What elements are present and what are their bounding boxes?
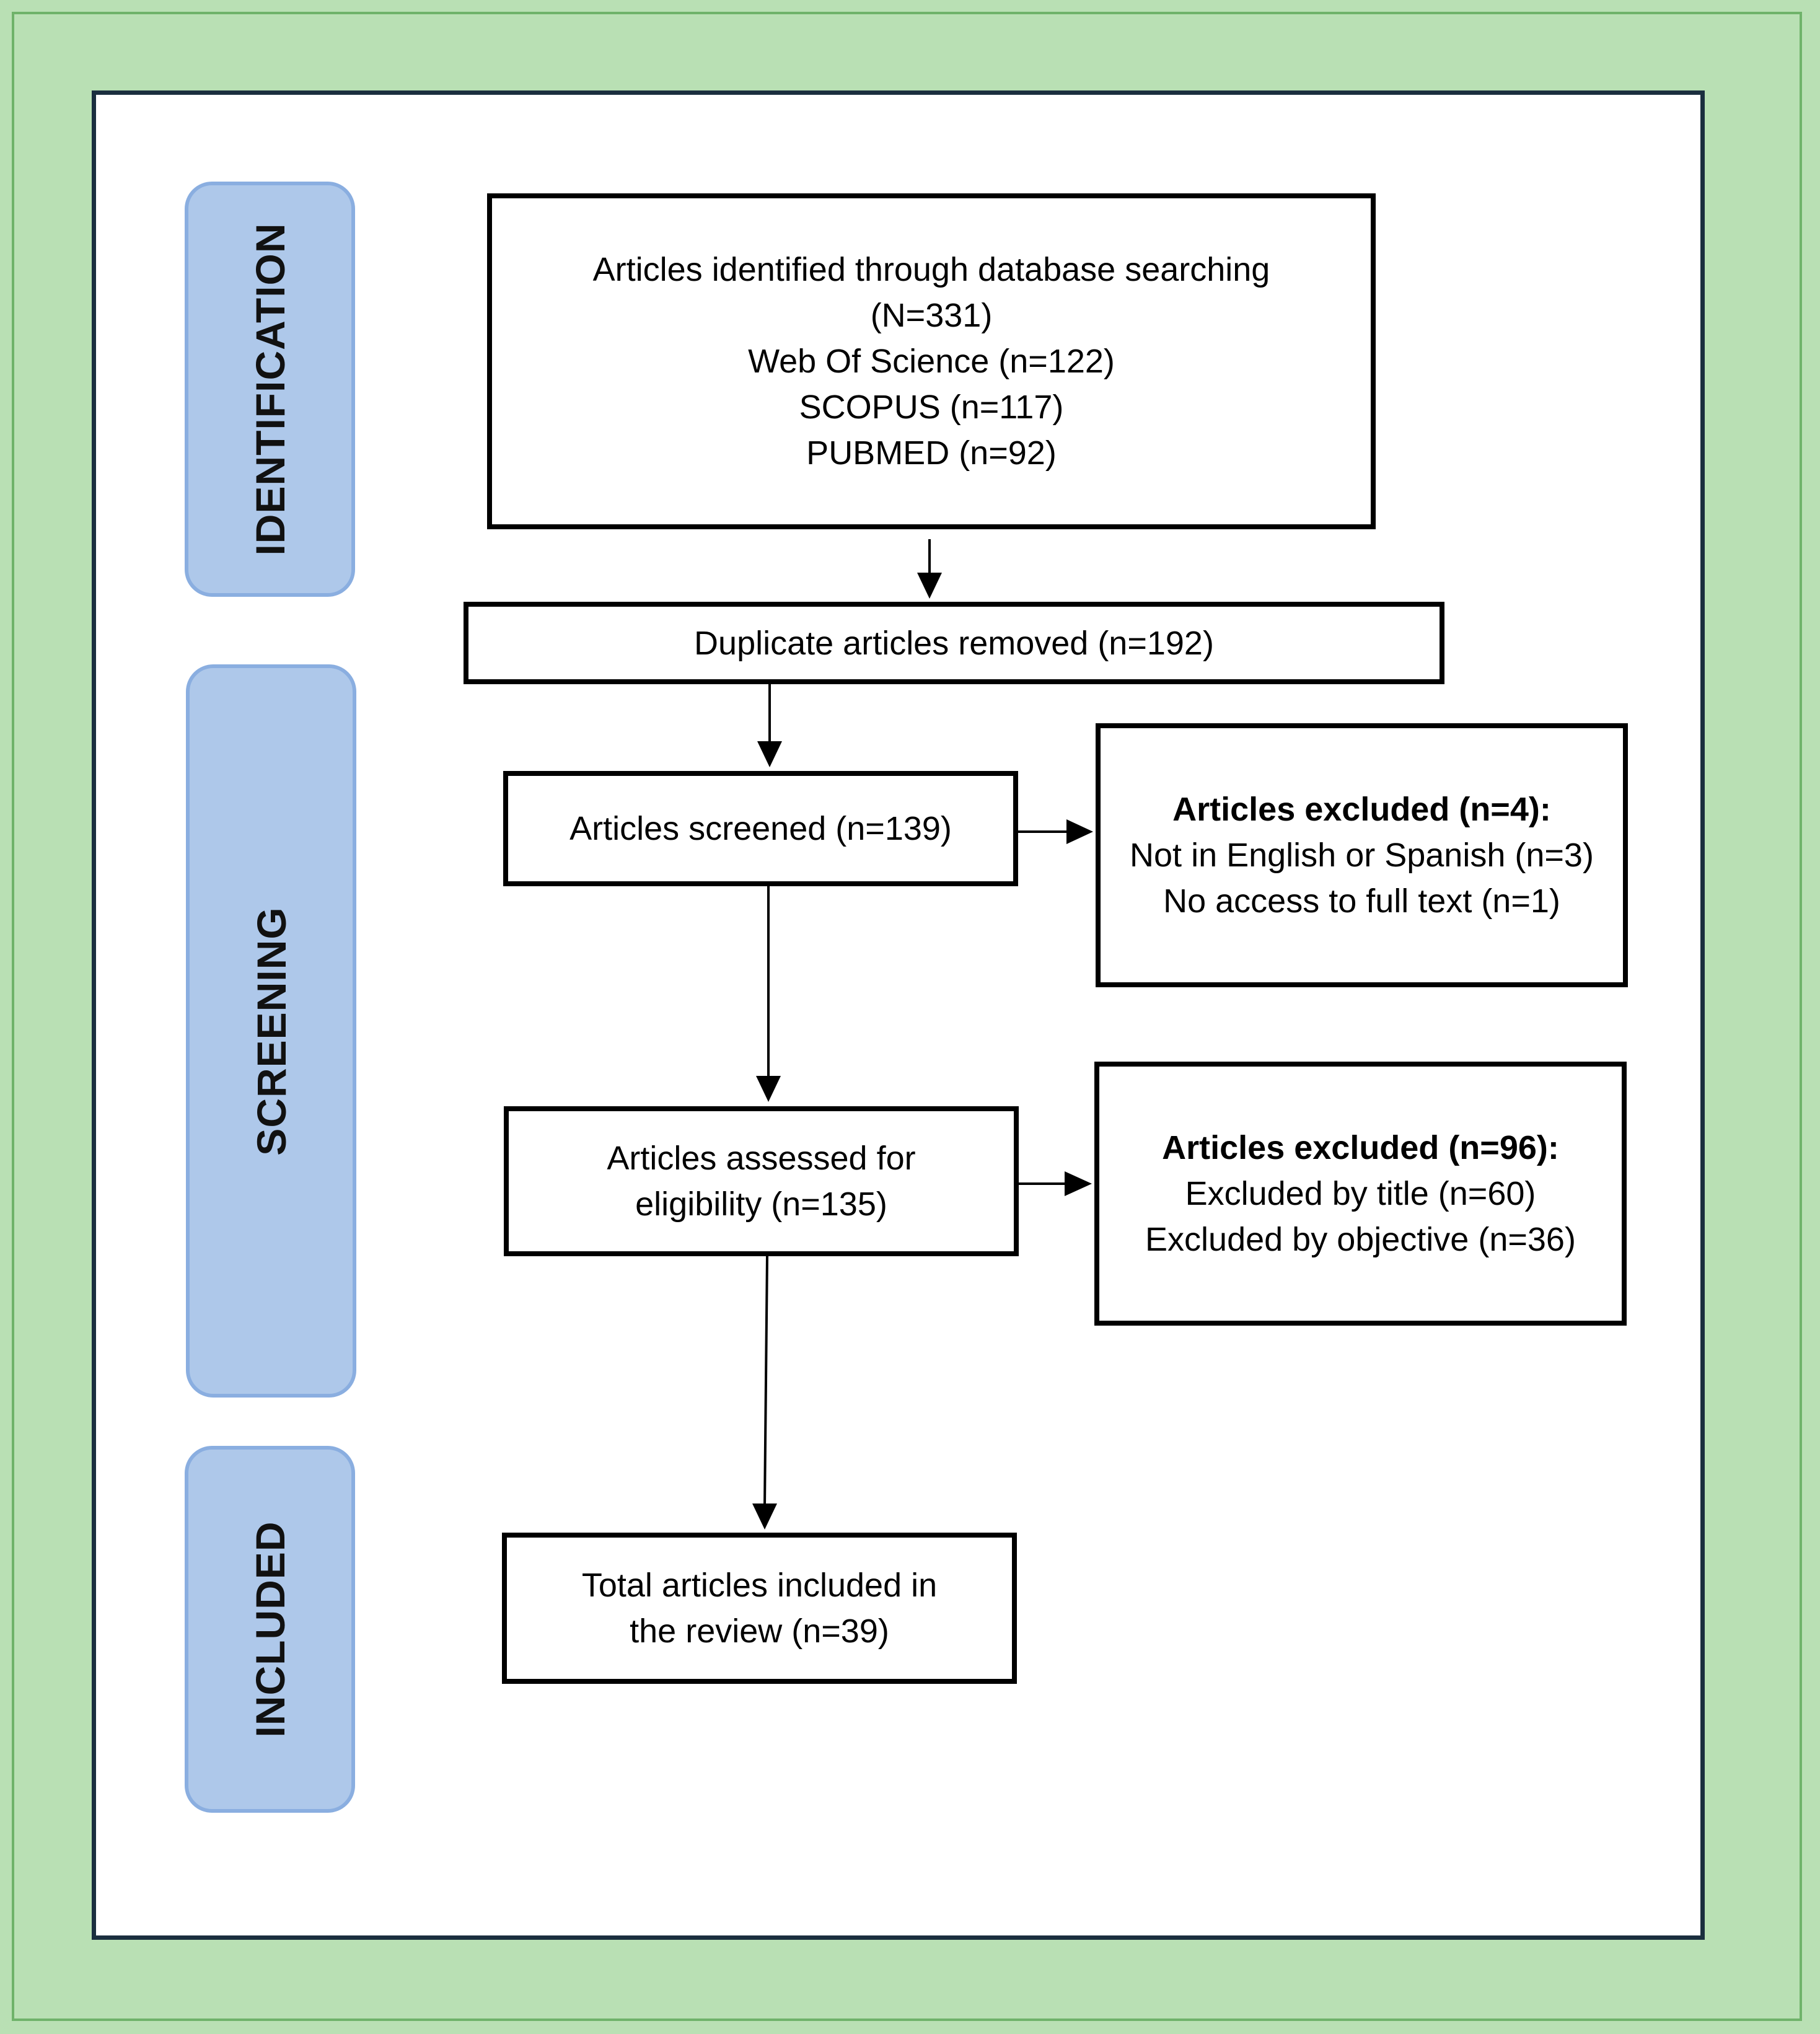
phase-screening: SCREENING — [186, 664, 356, 1398]
excluded-screening-line-1: Not in English or Spanish (n=3) — [1130, 837, 1594, 874]
phase-identification: IDENTIFICATION — [185, 182, 355, 597]
phase-included: INCLUDED — [185, 1446, 355, 1813]
duplicates-line-1: Duplicate articles removed (n=192) — [694, 624, 1214, 662]
excluded-eligibility-title: Articles excluded (n=96): — [1162, 1129, 1559, 1166]
arrow-eligibility-to-included-line — [763, 1256, 768, 1507]
box-duplicates-removed: Duplicate articles removed (n=192) — [464, 602, 1444, 684]
box-excluded-screening: Articles excluded (n=4): Not in English … — [1096, 723, 1628, 987]
box-excluded-eligibility: Articles excluded (n=96): Excluded by ti… — [1094, 1062, 1627, 1326]
arrowhead-screened — [757, 741, 782, 767]
outer-frame — [12, 12, 1802, 2021]
identified-line-2: (N=331) — [870, 297, 993, 334]
eligibility-line-2: eligibility (n=135) — [635, 1186, 887, 1223]
excluded-eligibility-line-2: Excluded by objective (n=36) — [1145, 1221, 1576, 1258]
included-line-1: Total articles included in — [581, 1567, 938, 1604]
arrowhead-eligibility — [756, 1076, 781, 1102]
identified-line-3: Web Of Science (n=122) — [748, 343, 1115, 380]
box-assessed-eligibility: Articles assessed for eligibility (n=135… — [504, 1106, 1019, 1256]
arrowhead-included — [752, 1503, 777, 1530]
identified-line-5: PUBMED (n=92) — [806, 434, 1057, 472]
arrowhead-duplicates — [917, 573, 942, 599]
identified-line-4: SCOPUS (n=117) — [799, 389, 1064, 426]
identified-line-1: Articles identified through database sea… — [592, 251, 1270, 288]
excluded-screening-line-2: No access to full text (n=1) — [1163, 883, 1560, 920]
excluded-eligibility-line-1: Excluded by title (n=60) — [1185, 1175, 1536, 1212]
arrowhead-excluded-eligibility — [1065, 1171, 1092, 1196]
arrowhead-excluded-screening — [1066, 819, 1093, 844]
excluded-screening-title: Articles excluded (n=4): — [1172, 791, 1551, 828]
eligibility-line-1: Articles assessed for — [607, 1140, 916, 1177]
box-articles-screened: Articles screened (n=139) — [503, 771, 1018, 886]
box-identified-records: Articles identified through database sea… — [487, 193, 1376, 529]
screened-line-1: Articles screened (n=139) — [569, 810, 952, 847]
box-included-total: Total articles included in the review (n… — [502, 1533, 1017, 1684]
included-line-2: the review (n=39) — [630, 1613, 889, 1650]
